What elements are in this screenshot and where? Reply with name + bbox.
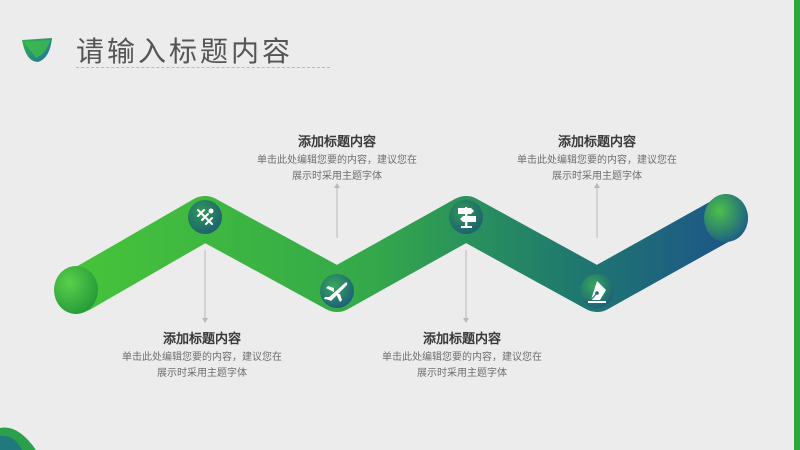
connector-arrow <box>594 183 600 188</box>
airplane-icon <box>324 282 348 302</box>
step-3-text: 添加标题内容 单击此处编辑您要的内容，建议您在 展示时采用主题字体 <box>347 331 577 381</box>
badminton-icon <box>197 208 214 225</box>
step-title: 添加标题内容 <box>422 332 501 347</box>
right-edge-bar <box>794 0 800 450</box>
signpost-icon <box>458 207 476 228</box>
step-1-text: 添加标题内容 单击此处编辑您要的内容，建议您在 展示时采用主题字体 <box>87 331 317 381</box>
leaf-logo-icon <box>22 38 52 62</box>
step-desc-line1: 单击此处编辑您要的内容，建议您在 <box>517 155 677 166</box>
band-end-cap <box>704 194 748 242</box>
step-desc-line1: 单击此处编辑您要的内容，建议您在 <box>257 155 417 166</box>
connector-arrow <box>463 318 469 323</box>
title-underline <box>76 67 330 68</box>
step-title: 添加标题内容 <box>162 332 241 347</box>
step-desc-line2: 展示时采用主题字体 <box>417 368 507 379</box>
connector-arrow <box>334 183 340 188</box>
corner-decoration <box>0 427 36 450</box>
step-desc-line2: 展示时采用主题字体 <box>292 171 382 182</box>
zigzag-band <box>58 196 748 312</box>
step-2-text: 添加标题内容 单击此处编辑您要的内容，建议您在 展示时采用主题字体 <box>222 134 452 184</box>
band-start-cap <box>54 266 98 314</box>
pen-nib-icon <box>588 281 606 303</box>
step-desc-line2: 展示时采用主题字体 <box>552 171 642 182</box>
step-title: 添加标题内容 <box>297 135 376 150</box>
step-4-text: 添加标题内容 单击此处编辑您要的内容，建议您在 展示时采用主题字体 <box>482 134 712 184</box>
connector-arrow <box>202 318 208 323</box>
step-desc-line2: 展示时采用主题字体 <box>157 368 247 379</box>
step-title: 添加标题内容 <box>557 135 636 150</box>
step-desc-line1: 单击此处编辑您要的内容，建议您在 <box>382 352 542 363</box>
step-desc-line1: 单击此处编辑您要的内容，建议您在 <box>122 352 282 363</box>
page-title: 请输入标题内容 <box>76 35 294 68</box>
